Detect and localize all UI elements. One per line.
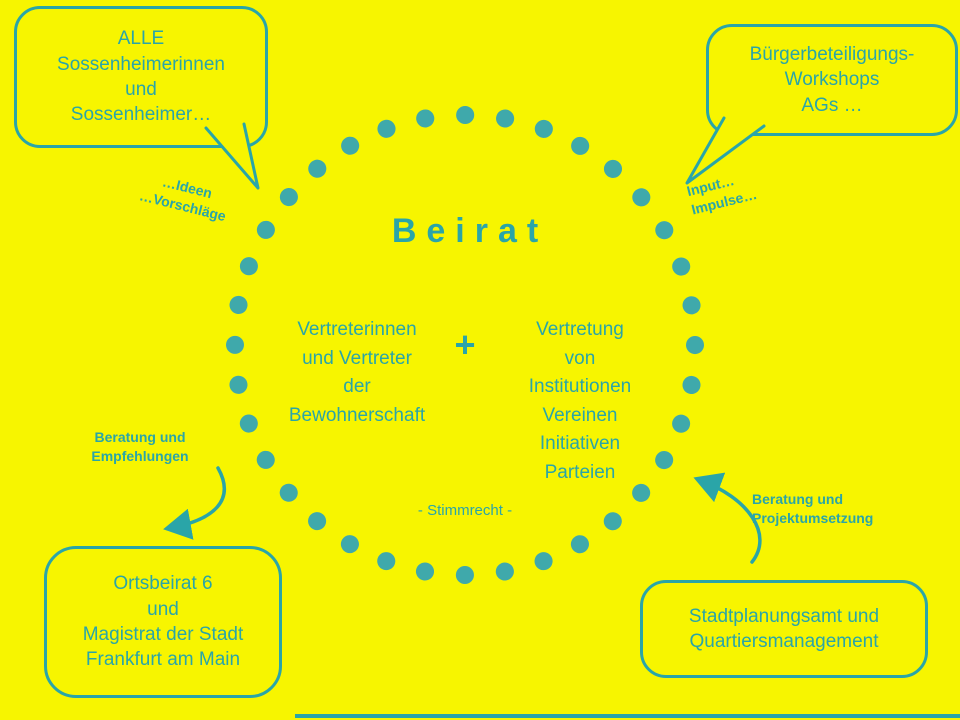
bubble-stadtplanungsamt: Stadtplanungsamt und Quartiersmanagement xyxy=(640,580,928,678)
bubble-ortsbeirat-text: Ortsbeirat 6 und Magistrat der Stadt Fra… xyxy=(82,573,244,671)
members-institutions-text: Vertretung von Institutionen Vereinen In… xyxy=(528,319,632,483)
plus-icon: + xyxy=(454,324,476,365)
bubble-workshops: Bürgerbeteiligungs- Workshops AGs … xyxy=(706,24,958,136)
advice-implementation-arrow-icon xyxy=(693,472,762,564)
bubble-citizens: ALLE Sossenheimerinnen und Sossenheimer… xyxy=(14,6,268,148)
advice-implementation-label: Beratung und Projektumsetzung xyxy=(752,491,874,526)
circle-title: Beirat xyxy=(391,212,549,250)
bottom-border-line xyxy=(295,714,960,718)
bubble-stadtplanungsamt-text: Stadtplanungsamt und Quartiersmanagement xyxy=(688,605,880,652)
input-label: Input… Impulse… xyxy=(685,171,759,218)
advice-recommendations-label: Beratung und Empfehlungen xyxy=(91,429,189,464)
bubble-citizens-text: ALLE Sossenheimerinnen und Sossenheimer… xyxy=(57,28,225,126)
advice-recommendations-arrow-icon xyxy=(163,466,226,540)
members-residents-text: Vertreterinnen und Vertreter der Bewohne… xyxy=(288,319,426,426)
voting-right-note: - Stimmrecht - xyxy=(417,502,513,519)
ideas-label: …Ideen …Vorschläge xyxy=(137,173,228,225)
bubble-workshops-text: Bürgerbeteiligungs- Workshops AGs … xyxy=(749,43,915,116)
bubble-ortsbeirat: Ortsbeirat 6 und Magistrat der Stadt Fra… xyxy=(44,546,282,698)
